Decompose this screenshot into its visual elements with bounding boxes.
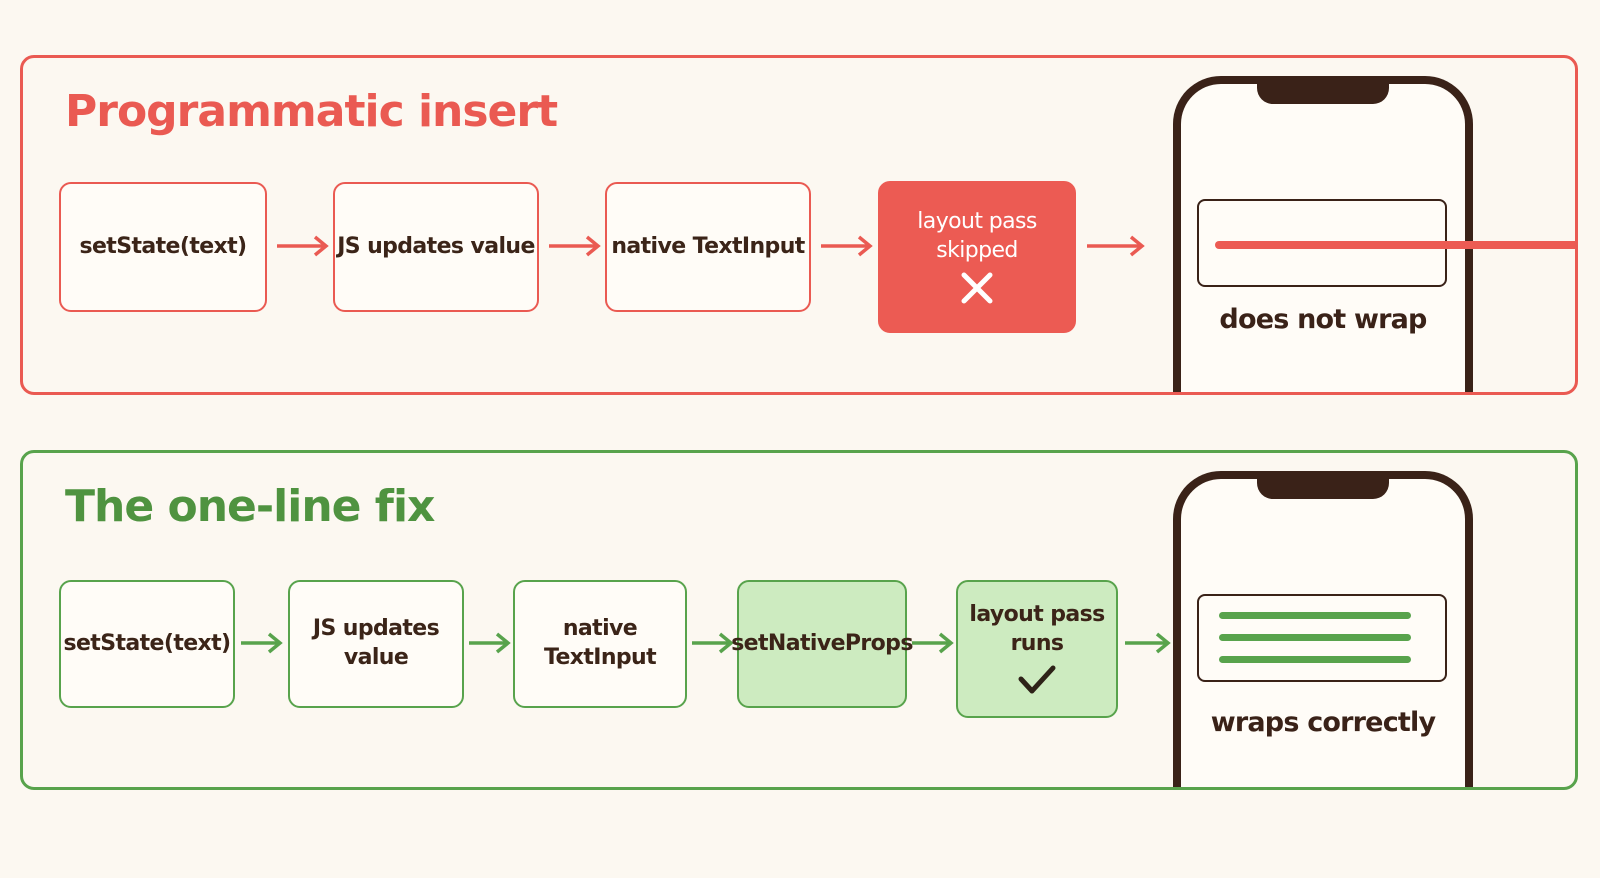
step-label: native TextInput bbox=[611, 233, 805, 259]
step-label-line2: skipped bbox=[936, 238, 1018, 263]
wrapped-text-line bbox=[1219, 656, 1411, 663]
arrow-right-icon bbox=[1087, 235, 1145, 257]
step-label: JS updates value bbox=[337, 233, 535, 259]
step-label-line1: layout pass bbox=[917, 209, 1037, 235]
step-setstate: setState(text) bbox=[59, 580, 235, 708]
programmatic-insert-panel: Programmatic insert setState(text) JS up… bbox=[20, 55, 1578, 395]
step-js-updates-value: JS updates value bbox=[333, 182, 539, 312]
step-setnativeprops: setNativeProps bbox=[731, 580, 913, 708]
step-label: setState(text) bbox=[79, 233, 247, 259]
arrow-right-icon bbox=[692, 632, 734, 654]
step-label: native TextInput bbox=[543, 616, 657, 670]
arrow-right-icon bbox=[549, 235, 601, 257]
phone-notch bbox=[1257, 477, 1389, 499]
arrow-right-icon bbox=[912, 632, 954, 654]
arrow-right-icon bbox=[469, 632, 511, 654]
step-native-textinput: native TextInput bbox=[513, 580, 687, 708]
phone-caption: does not wrap bbox=[1219, 304, 1427, 335]
step-label-line1: layout pass bbox=[969, 602, 1105, 628]
x-mark-icon bbox=[961, 272, 993, 304]
overflowing-text-line bbox=[1215, 241, 1575, 249]
phone-caption: wraps correctly bbox=[1210, 707, 1436, 738]
wrapped-text-line bbox=[1219, 612, 1411, 619]
arrow-right-icon bbox=[241, 632, 283, 654]
wrapped-text-line bbox=[1219, 634, 1411, 641]
step-js-updates-value: JS updates value bbox=[288, 580, 464, 708]
step-label: setNativeProps bbox=[731, 630, 913, 656]
step-native-textinput: native TextInput bbox=[605, 182, 811, 312]
arrow-right-icon bbox=[821, 235, 873, 257]
step-label: setState(text) bbox=[63, 630, 231, 656]
phone-icon: wraps correctly bbox=[1173, 471, 1473, 787]
check-mark-icon bbox=[1018, 665, 1056, 694]
step-setstate: setState(text) bbox=[59, 182, 267, 312]
step-label-line2: runs bbox=[1010, 631, 1064, 656]
one-line-fix-panel: The one-line fix setState(text) JS updat… bbox=[20, 450, 1578, 790]
phone-icon: does not wrap bbox=[1173, 76, 1473, 392]
step-layout-pass-skipped: layout pass skipped bbox=[878, 181, 1076, 333]
step-layout-pass-runs: layout pass runs bbox=[956, 580, 1118, 718]
text-input-field bbox=[1197, 594, 1447, 682]
step-label: JS updates value bbox=[312, 616, 440, 670]
panel-title: Programmatic insert bbox=[65, 86, 558, 137]
phone-notch bbox=[1257, 82, 1389, 104]
arrow-right-icon bbox=[1125, 632, 1171, 654]
panel-title: The one-line fix bbox=[65, 481, 435, 532]
arrow-right-icon bbox=[277, 235, 329, 257]
